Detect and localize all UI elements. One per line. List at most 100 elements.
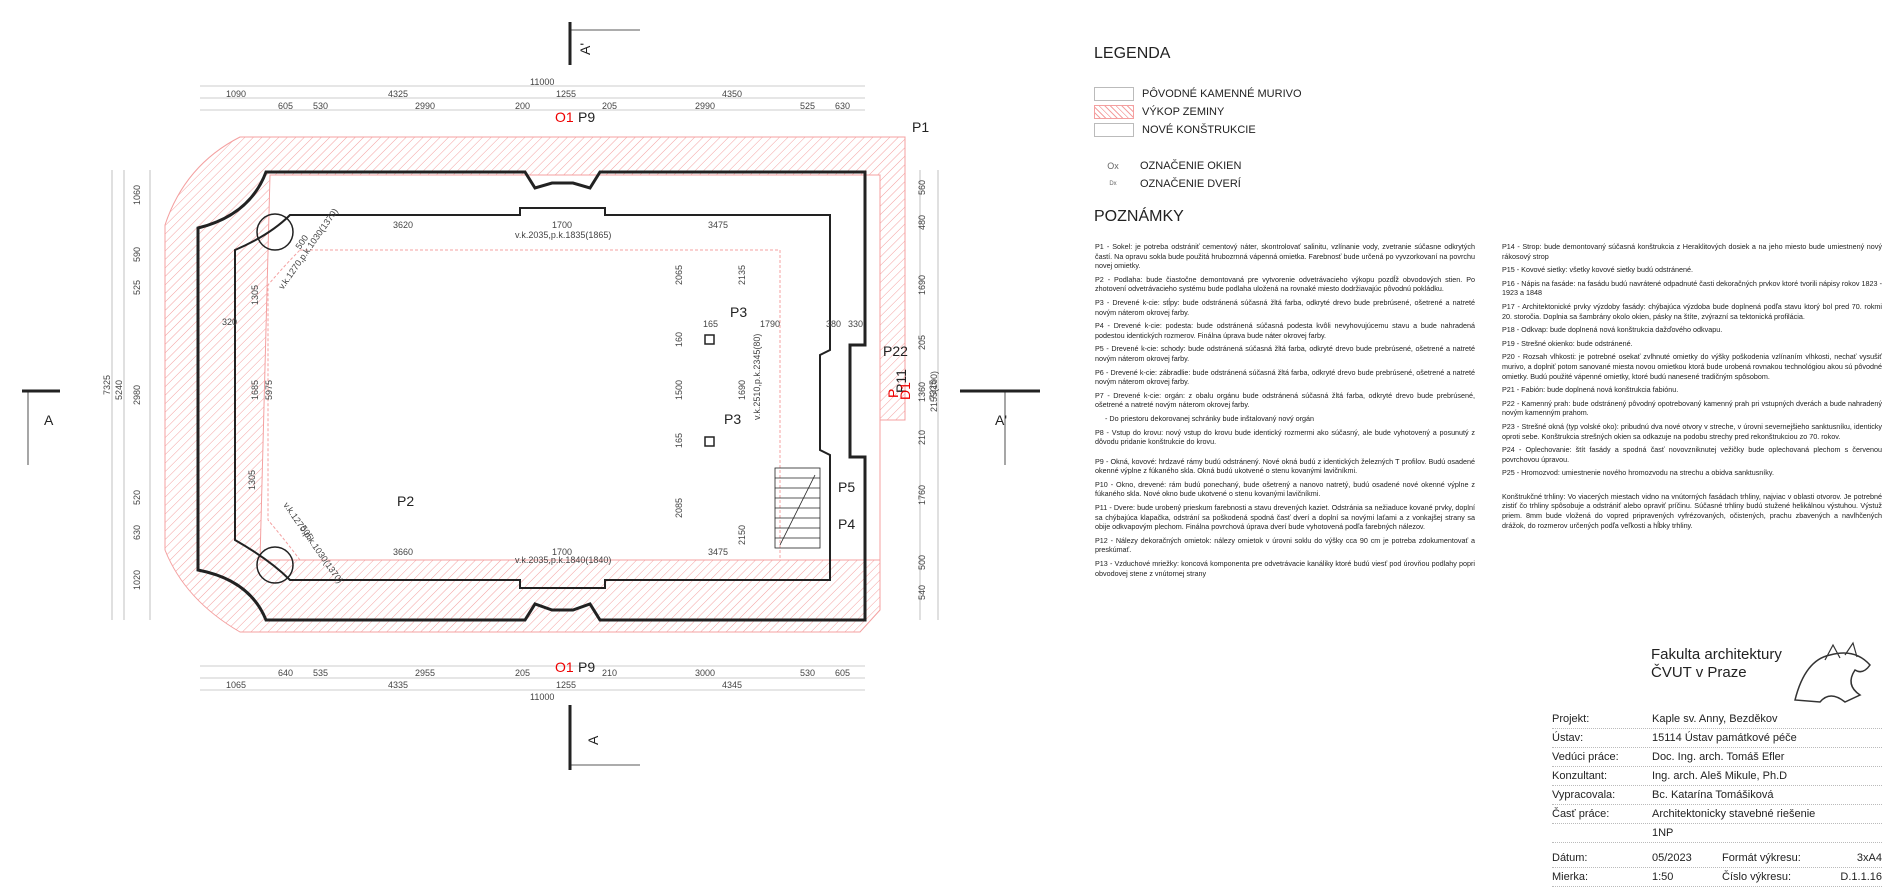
svg-text:640: 640: [278, 668, 293, 678]
svg-text:P5: P5: [838, 479, 855, 495]
dims-bottom-row2: 640 535 2955 205 210 3000 530 605: [278, 668, 850, 678]
svg-text:1020: 1020: [132, 570, 142, 590]
tb-row-part: Časť práce:Architektonicky stavebné rieš…: [1552, 805, 1882, 824]
svg-text:1790: 1790: [760, 319, 780, 329]
svg-text:4325: 4325: [388, 89, 408, 99]
legend-swatch-excavation: [1094, 105, 1134, 119]
legend-title: LEGENDA: [1094, 45, 1171, 62]
legend-item-excavation: VÝKOP ZEMINY: [1094, 105, 1224, 119]
tb-row-institute: Ústav:15114 Ústav památkové péče: [1552, 729, 1882, 748]
legend-swatch-stone: [1094, 87, 1134, 101]
svg-text:1500: 1500: [674, 380, 684, 400]
new-construction-outline: [267, 249, 781, 561]
svg-text:605: 605: [278, 101, 293, 111]
interior-dims: 3620 3475 1700 3660 3475 1700 2065 2135 …: [247, 220, 863, 557]
svg-text:2990: 2990: [695, 101, 715, 111]
svg-text:530: 530: [313, 101, 328, 111]
svg-text:330: 330: [848, 319, 863, 329]
svg-text:D1: D1: [897, 382, 913, 400]
svg-text:525: 525: [132, 280, 142, 295]
svg-text:2980: 2980: [132, 385, 142, 405]
svg-text:1760: 1760: [917, 485, 927, 505]
svg-text:3660: 3660: [393, 547, 413, 557]
svg-text:590: 590: [132, 247, 142, 262]
svg-text:O1: O1: [555, 659, 574, 675]
dims-top-row2: 605 530 2990 200 205 2990 525 630: [278, 101, 850, 111]
svg-text:3000: 3000: [695, 668, 715, 678]
svg-text:630: 630: [835, 101, 850, 111]
svg-text:P3: P3: [730, 304, 747, 320]
window-symbol: Ox: [1107, 161, 1119, 171]
notes-col-1: P1 - Sokel: je potreba odstrániť cemento…: [1095, 242, 1475, 578]
column-1: [704, 334, 715, 345]
svg-text:200: 200: [515, 101, 530, 111]
svg-text:525: 525: [800, 101, 815, 111]
svg-text:1685: 1685: [250, 380, 260, 400]
svg-text:205: 205: [515, 668, 530, 678]
svg-text:3620: 3620: [393, 220, 413, 230]
tb-row-scale-sheet: Mierka: 1:50 Číslo výkresu: D.1.1.16: [1552, 868, 1882, 887]
svg-text:1360: 1360: [917, 382, 927, 402]
legend-item-doors: Dx OZNAČENIE DVERÍ: [1094, 178, 1241, 190]
dims-top-row1: 1090 4325 1255 4350: [226, 89, 742, 99]
door-symbol: Dx: [1109, 181, 1117, 187]
dims-bottom-row1: 1065 4335 1255 4345: [226, 680, 742, 690]
section-mark-right: A': [995, 412, 1007, 428]
svg-text:2150: 2150: [737, 525, 747, 545]
svg-text:P4: P4: [838, 516, 855, 532]
svg-text:O1: O1: [555, 109, 574, 125]
dim-left-total: 7325: [102, 375, 112, 395]
svg-text:3475: 3475: [708, 220, 728, 230]
svg-text:535: 535: [313, 668, 328, 678]
inner-wall: [234, 207, 831, 589]
tb-row-consultant: Konzultant:Ing. arch. Aleš Mikule, Ph.D: [1552, 767, 1882, 786]
svg-text:380: 380: [826, 319, 841, 329]
svg-text:P9: P9: [578, 109, 595, 125]
svg-text:P2: P2: [397, 493, 414, 509]
svg-text:2065: 2065: [674, 265, 684, 285]
lion-logo-icon: [1794, 641, 1871, 703]
svg-text:205: 205: [917, 335, 927, 350]
svg-text:v.k.2035,p.k.1835(1865): v.k.2035,p.k.1835(1865): [515, 230, 611, 240]
svg-text:5975: 5975: [264, 380, 274, 400]
svg-text:v.k.2510,p.k.2345(80): v.k.2510,p.k.2345(80): [752, 334, 762, 420]
tb-row-supervisor: Vedúci práce:Doc. Ing. arch. Tomáš Efler: [1552, 748, 1882, 767]
svg-text:4335: 4335: [388, 680, 408, 690]
notes-col-2: P14 - Strop: bude demontovaný súčasná ko…: [1502, 242, 1882, 530]
svg-text:165: 165: [703, 319, 718, 329]
svg-text:500: 500: [917, 555, 927, 570]
svg-text:1305: 1305: [250, 285, 260, 305]
svg-text:210: 210: [917, 430, 927, 445]
svg-text:4345: 4345: [722, 680, 742, 690]
corner-tower-sw: [256, 546, 294, 584]
svg-text:630: 630: [132, 525, 142, 540]
level-notes: v.k.2035,p.k.1835(1865) v.k.2035,p.k.184…: [276, 206, 762, 585]
plan-labels: P1 P2 P3 P3 P4 P5 P22 P11 P9 P9 O1 O1 D1…: [397, 109, 929, 675]
corner-tower-nw: [256, 213, 294, 251]
svg-text:1065: 1065: [226, 680, 246, 690]
svg-text:205: 205: [602, 101, 617, 111]
column-2: [704, 436, 715, 447]
svg-text:5240: 5240: [114, 380, 124, 400]
floor-plan: A' A A A' 11000 1090 4325 1255 4350 605 …: [22, 22, 1040, 770]
section-mark-bottom: A: [585, 735, 601, 745]
dims-right: 560 480 1690 205 1360 2155(100) 210 1760…: [917, 180, 939, 600]
svg-text:1690: 1690: [917, 275, 927, 295]
legend-item-windows: Ox OZNAČENIE OKIEN: [1094, 160, 1241, 172]
svg-text:P11: P11: [893, 369, 909, 393]
svg-text:P3: P3: [724, 411, 741, 427]
section-mark-left: A: [44, 412, 54, 428]
notes-title: POZNÁMKY: [1094, 208, 1184, 225]
svg-text:605: 605: [835, 668, 850, 678]
svg-text:2990: 2990: [415, 101, 435, 111]
svg-text:2085: 2085: [674, 498, 684, 518]
svg-text:1255: 1255: [556, 89, 576, 99]
svg-text:530: 530: [800, 668, 815, 678]
outer-wall: [196, 170, 867, 622]
svg-text:480: 480: [917, 215, 927, 230]
svg-text:4350: 4350: [722, 89, 742, 99]
excavation-zone: [164, 136, 906, 633]
svg-text:2135: 2135: [737, 265, 747, 285]
svg-text:1255: 1255: [556, 680, 576, 690]
svg-text:1305: 1305: [247, 470, 257, 490]
